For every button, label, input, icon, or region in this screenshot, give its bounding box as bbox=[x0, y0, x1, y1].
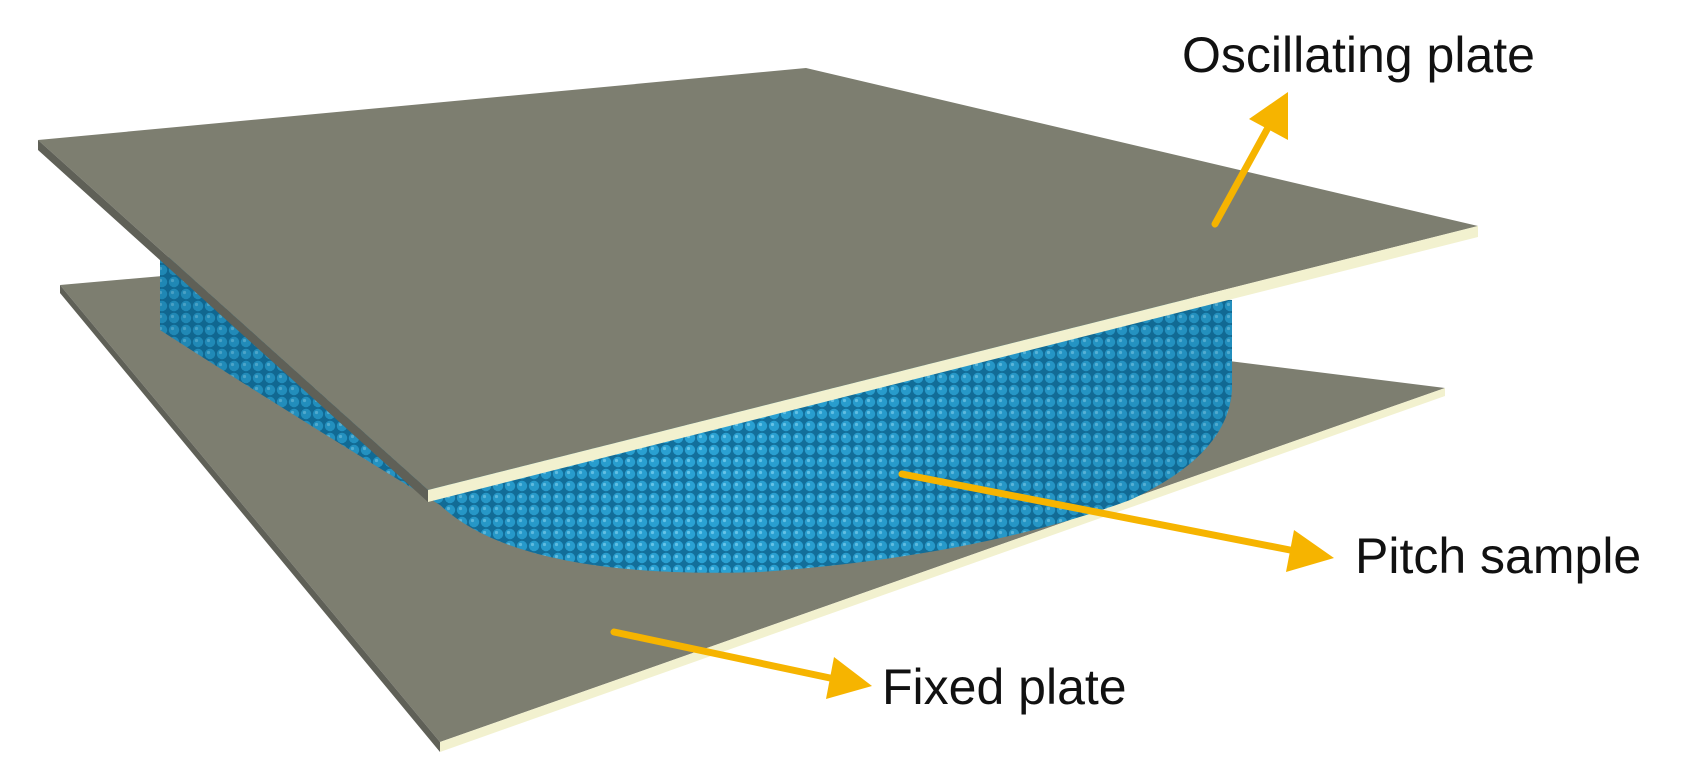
oscillating-plate-label: Oscillating plate bbox=[1182, 27, 1535, 83]
oscillating-plate-arrow bbox=[1211, 92, 1288, 228]
pitch-sample-label: Pitch sample bbox=[1355, 528, 1641, 584]
fixed-plate-arrow bbox=[610, 628, 872, 699]
oscillating-plate-edge-front bbox=[428, 226, 1478, 502]
fixed-plate-edge-front bbox=[440, 388, 1445, 752]
oscillating-plate bbox=[38, 68, 1478, 502]
oscillating-plate-edge-left bbox=[38, 140, 428, 502]
pitch-sample-arrow bbox=[898, 470, 1334, 572]
oscillating-plate-face bbox=[38, 68, 1478, 490]
fixed-plate-label: Fixed plate bbox=[882, 659, 1127, 715]
fixed-plate-edge-left bbox=[60, 285, 440, 752]
arrows bbox=[610, 92, 1334, 699]
